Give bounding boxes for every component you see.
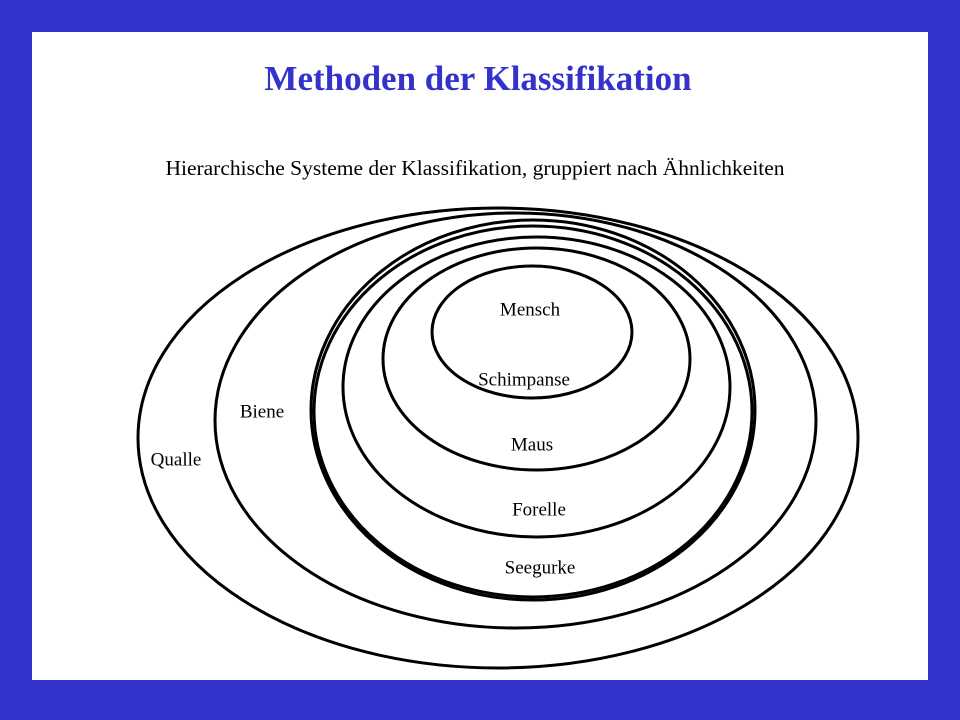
label-maus: Maus	[511, 435, 553, 456]
group-ellipse-forelle	[312, 224, 754, 599]
group-ellipse-biene	[213, 211, 818, 630]
group-ellipse-maus	[341, 235, 732, 539]
label-schimpanse: Schimpanse	[478, 370, 570, 391]
group-ellipse-qualle	[136, 206, 860, 670]
label-forelle: Forelle	[512, 500, 566, 521]
label-mensch: Mensch	[500, 300, 561, 321]
slide-content-area	[32, 32, 928, 680]
group-ellipse-seegurke	[309, 218, 757, 602]
label-biene: Biene	[240, 402, 284, 423]
slide-title: Methoden der Klassifikation	[264, 59, 692, 98]
group-ellipse-schimpanse	[381, 246, 692, 472]
label-qualle: Qualle	[151, 450, 202, 471]
slide-subtitle: Hierarchische Systeme der Klassifikation…	[165, 156, 785, 180]
label-seegurke: Seegurke	[505, 558, 576, 579]
group-ellipse-mensch	[430, 264, 634, 400]
